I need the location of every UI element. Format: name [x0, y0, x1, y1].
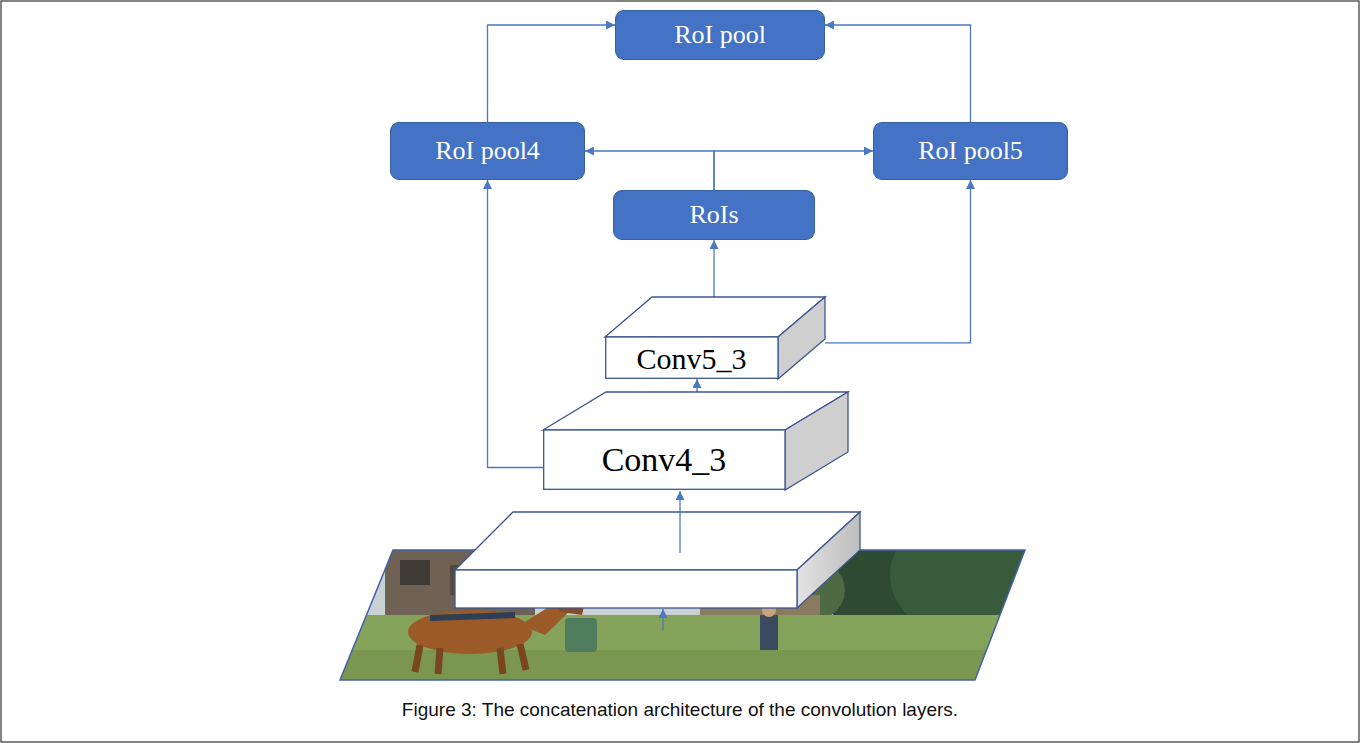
- photo-frame: [340, 550, 1025, 680]
- flow-arrow: [713, 240, 714, 297]
- conv-layer-block: Conv5_3: [605, 297, 825, 379]
- layer-label: Conv5_3: [636, 342, 746, 375]
- block-front-face: Conv4_3: [543, 430, 785, 490]
- flow-arrow: [488, 180, 544, 468]
- photo-scene: [330, 510, 1050, 685]
- box-label: RoI pool: [674, 20, 766, 50]
- block-front-face: Conv5_3: [605, 337, 778, 379]
- roi-box: RoIs: [613, 190, 815, 240]
- flow-arrow: [825, 25, 971, 122]
- base-feature-block: [455, 512, 860, 608]
- flow-arrow: [714, 151, 873, 190]
- flow-arrow: [488, 25, 616, 122]
- conv-layer-block: Conv4_3: [543, 392, 848, 490]
- box-label: RoI pool5: [918, 136, 1023, 166]
- roi-box: RoI pool: [615, 10, 825, 60]
- caption-row: Figure 3: The concatenation architecture…: [0, 699, 1360, 721]
- feature-arrow: [679, 491, 680, 553]
- box-label: RoIs: [689, 200, 738, 230]
- figure-caption: Figure 3: The concatenation architecture…: [402, 699, 958, 720]
- roi-box: RoI pool5: [873, 122, 1068, 180]
- flow-arrow: [825, 180, 971, 343]
- input-arrow: [662, 609, 663, 630]
- flow-arrow: [696, 379, 697, 392]
- flow-arrow: [585, 151, 714, 190]
- layer-label: Conv4_3: [602, 441, 727, 478]
- box-label: RoI pool4: [435, 136, 540, 166]
- roi-box: RoI pool4: [390, 122, 585, 180]
